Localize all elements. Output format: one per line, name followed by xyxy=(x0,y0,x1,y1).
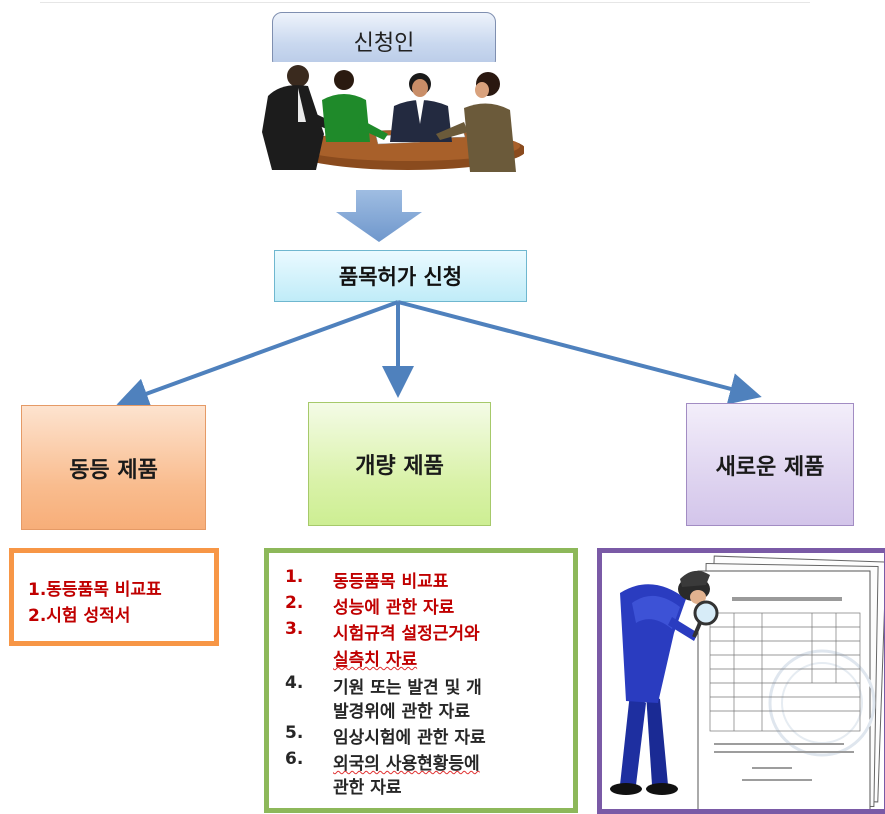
category-improved-product: 개량 제품 xyxy=(308,402,491,526)
people-meeting-illustration xyxy=(258,62,524,176)
product-approval-application-box: 품목허가 신청 xyxy=(274,250,527,302)
applicant-label: 신청인 xyxy=(353,31,415,56)
arrow-to-equivalent xyxy=(116,300,399,409)
category-label: 새로운 제품 xyxy=(715,454,825,480)
improved-requirements-box: 1. 동등품목 비교표 2. 성능에 관한 자료 3. 시험규격 설정근거와 실… xyxy=(264,548,578,813)
document-stack-pages xyxy=(697,555,884,809)
equivalent-requirements-box: 1.동등품목 비교표 2.시험 성적서 xyxy=(9,548,219,646)
arrow-to-new xyxy=(397,300,762,405)
category-equivalent-product: 동등 제품 xyxy=(21,405,206,530)
new-product-documents-box xyxy=(597,548,885,814)
list-item: 2.시험 성적서 xyxy=(28,606,131,626)
applicant-box: 신청인 xyxy=(272,12,496,70)
down-arrow xyxy=(336,190,422,242)
category-new-product: 새로운 제품 xyxy=(686,403,854,526)
document-stack xyxy=(610,555,884,809)
category-label: 동등 제품 xyxy=(69,457,158,483)
list-item: 1.동등품목 비교표 xyxy=(28,580,162,600)
category-label: 개량 제품 xyxy=(355,454,444,479)
top-divider xyxy=(40,2,810,3)
detective-with-magnifier xyxy=(610,570,719,795)
application-label: 품목허가 신청 xyxy=(338,265,463,289)
